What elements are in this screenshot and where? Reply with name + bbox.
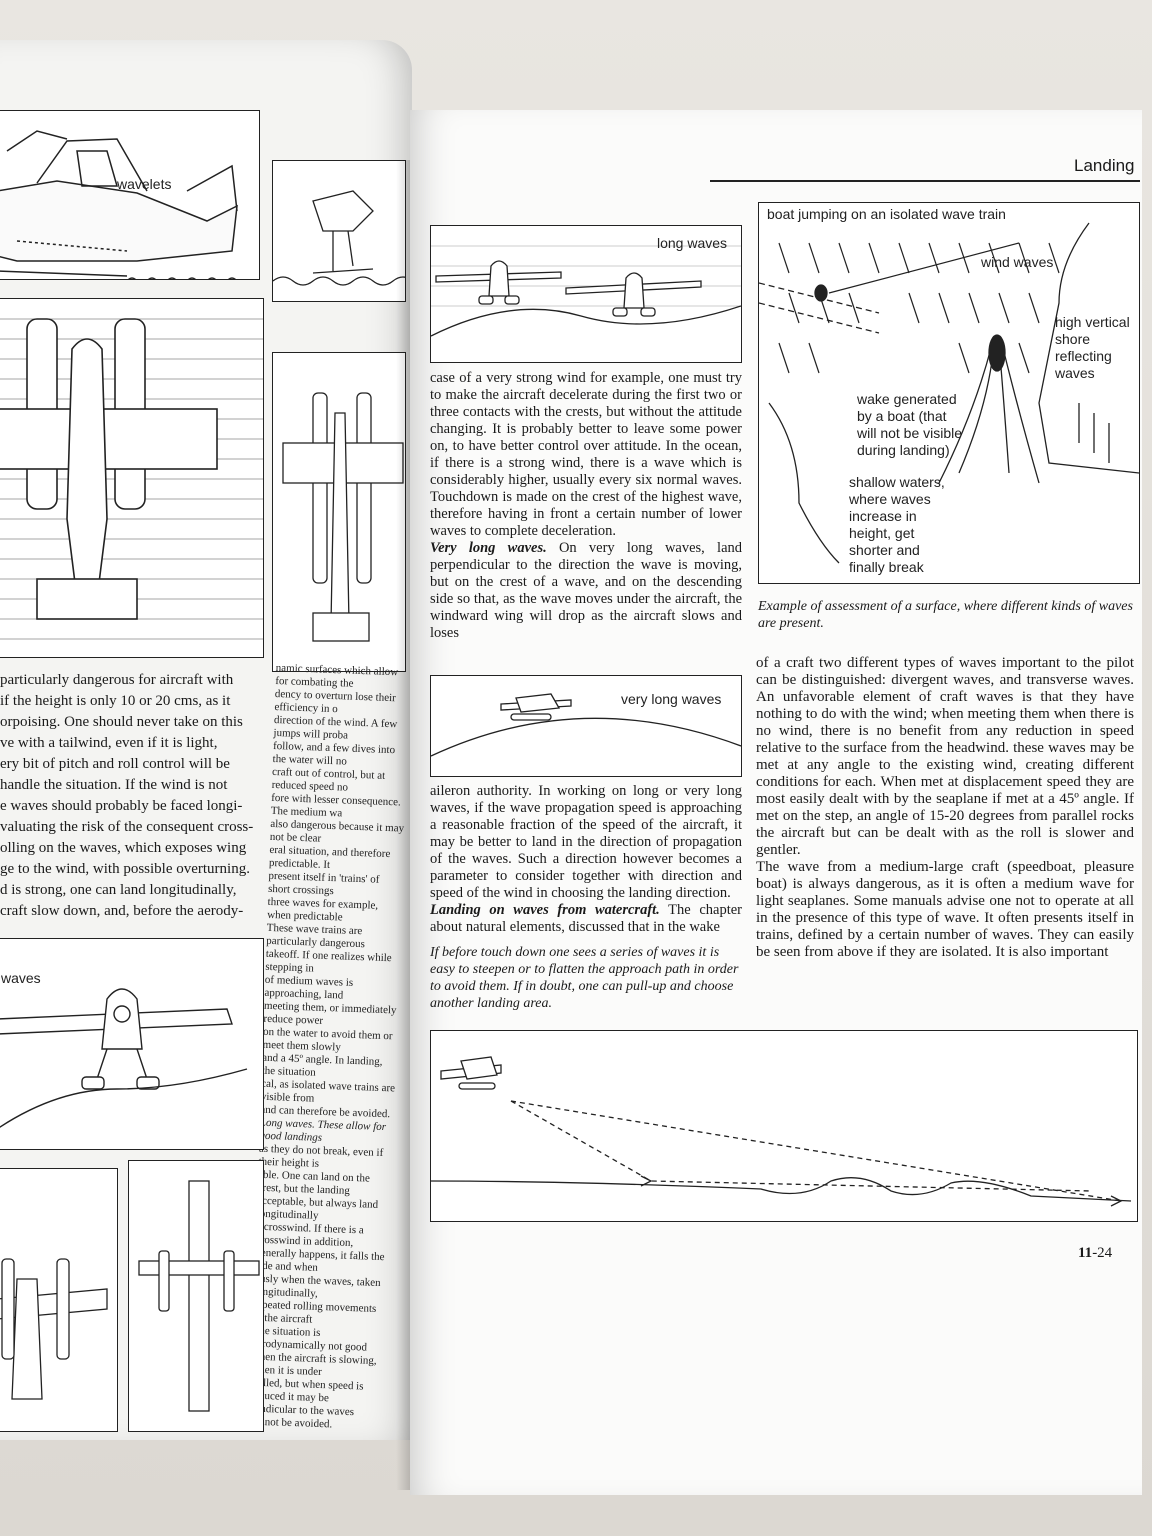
left-page: wavelets — [0, 40, 412, 1440]
left-col1-line: orpoising. One should never take on this — [0, 714, 243, 730]
figure-seaplane-bottom-right — [128, 1160, 264, 1432]
figure-long-waves: long waves — [430, 225, 742, 363]
left-col1-line: if the height is only 10 or 20 cms, as i… — [0, 693, 231, 709]
left-col1-line: ery bit of pitch and roll control will b… — [0, 756, 230, 772]
paragraph-aileron-authority: aileron authority. In working on long or… — [430, 783, 742, 901]
left-col1-line: handle the situation. If the wind is not — [0, 777, 228, 793]
paragraph-strong-wind: case of a very strong wind for example, … — [430, 370, 742, 539]
heading-very-long-waves: Very long waves. — [430, 540, 547, 556]
label-shallow-4: height, get — [849, 525, 914, 541]
label-shore-4: waves — [1054, 365, 1095, 381]
page-number: 11-24 — [1078, 1245, 1112, 1262]
left-col1-line: d is strong, one can land longitudinally… — [0, 882, 237, 898]
left-column-1-text: particularly dangerous for aircraft with… — [0, 670, 262, 922]
left-column-2-text: namic surfaces which allow for combating… — [249, 662, 410, 1433]
figure-very-long-waves: very long waves — [430, 675, 742, 777]
page-number-chapter: 11 — [1078, 1245, 1093, 1261]
paragraph-very-long-waves: On very long waves, land perpendicular t… — [430, 540, 743, 641]
left-col1-line: olling on the waves, which exposes wing — [0, 840, 247, 856]
left-col1-line: valuating the risk of the consequent cro… — [0, 819, 254, 835]
paragraph-watercraft: The chapter about natural elements, disc… — [430, 902, 742, 935]
figure-seaplane-top-view — [0, 298, 264, 658]
left-col1-line: e waves should probably be faced longi- — [0, 798, 243, 814]
label-wake-2: by a boat (that — [857, 408, 947, 424]
left-col1-line: particularly dangerous for aircraft with — [0, 672, 234, 688]
label-boat-jumping: boat jumping on an isolated wave train — [767, 206, 1006, 222]
caption-approach-path: If before touch down one sees a series o… — [430, 945, 739, 1011]
right-page: Landing long waves case of a very strong… — [410, 110, 1142, 1495]
left-col1-line: craft slow down, and, before the aerody- — [0, 903, 244, 919]
figure-seaplane-front-small — [272, 160, 406, 302]
wavelets-label: wavelets — [116, 176, 171, 192]
figure-waves-front: waves — [0, 938, 264, 1150]
caption-surface-assessment: Example of assessment of a surface, wher… — [758, 599, 1133, 631]
label-wind-waves: wind waves — [980, 254, 1053, 270]
right-column-1-text: case of a very strong wind for example, … — [430, 370, 742, 642]
figure-approach-path — [430, 1030, 1138, 1222]
left-col1-line: ge to the wind, with possible overturnin… — [0, 861, 250, 877]
figure-surface-assessment: boat jumping on an isolated wave train w… — [758, 202, 1140, 584]
left-col2-line: pendicular to the waves cannot be avoide… — [249, 1402, 355, 1431]
label-wake-1: wake generated — [856, 391, 957, 407]
long-waves-label: long waves — [657, 235, 727, 251]
label-shore-1: high vertical — [1055, 314, 1130, 330]
label-shallow-6: finally break — [849, 559, 925, 575]
figure-seaplane-top-small — [272, 352, 406, 672]
paragraph-medium-large-craft: The wave from a medium-large craft (spee… — [756, 859, 1134, 960]
label-shallow-3: increase in — [849, 508, 917, 524]
page-number-page: -24 — [1092, 1245, 1113, 1261]
wavelets-illustration: wavelets — [0, 130, 238, 279]
left-col1-line: ve with a tailwind, even if it is light, — [0, 735, 218, 751]
paragraph-craft-waves: of a craft two different types of waves … — [756, 655, 1134, 858]
heading-watercraft: Landing on waves from watercraft. — [430, 902, 660, 918]
label-shore-2: shore — [1055, 331, 1090, 347]
page-header: Landing — [1074, 156, 1135, 175]
label-wake-3: will not be visible — [856, 425, 962, 441]
right-column-2-text: of a craft two different types of waves … — [756, 655, 1134, 961]
header-rule — [710, 180, 1140, 182]
waves-label: waves — [0, 970, 41, 986]
right-column-1-text-lower: aileron authority. In working on long or… — [430, 783, 742, 936]
label-shallow-2: where waves — [848, 491, 931, 507]
figure-seaplane-bottom-left — [0, 1168, 118, 1432]
label-wake-4: during landing) — [857, 442, 950, 458]
very-long-waves-label: very long waves — [621, 691, 721, 707]
label-shore-3: reflecting — [1055, 348, 1112, 364]
label-shallow-5: shorter and — [849, 542, 920, 558]
label-shallow-1: shallow waters, — [849, 474, 945, 490]
figure-wavelets: wavelets — [0, 110, 260, 280]
